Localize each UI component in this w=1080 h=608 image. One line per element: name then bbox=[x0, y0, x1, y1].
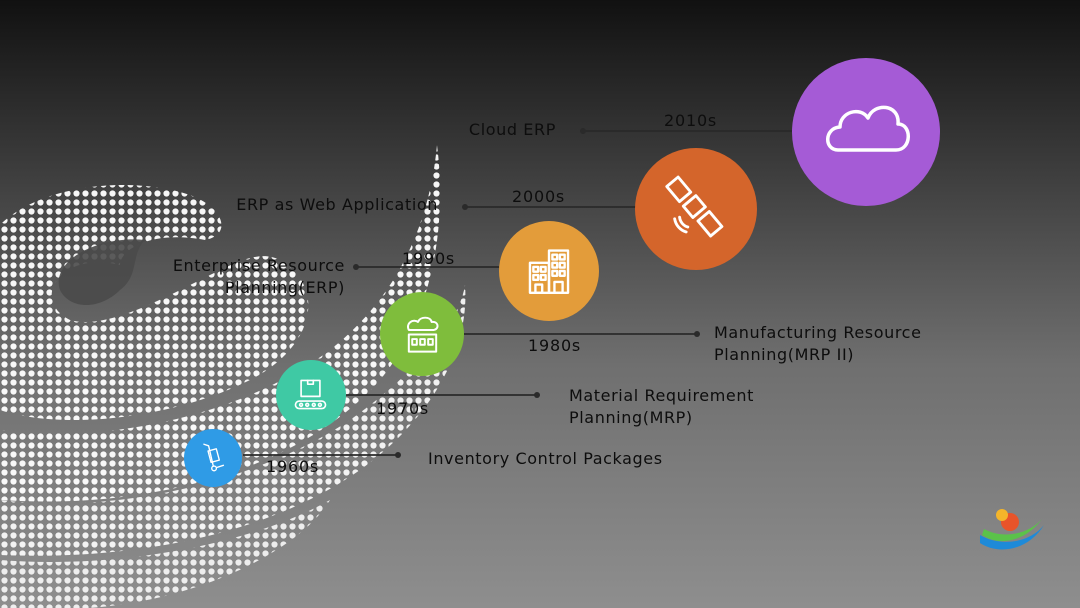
brand-logo bbox=[980, 509, 1044, 550]
connector-dot-1970s bbox=[534, 392, 540, 398]
era-label: Cloud ERP bbox=[469, 119, 556, 141]
buildings-icon bbox=[528, 249, 570, 294]
era-label-line: Planning(MRP II) bbox=[714, 345, 855, 364]
swirl-lower-band bbox=[0, 285, 466, 556]
hand-truck-icon bbox=[203, 443, 225, 472]
year-label: 1990s bbox=[402, 249, 456, 268]
era-label-line: Inventory Control Packages bbox=[428, 449, 663, 468]
era-bubble-2000s bbox=[635, 148, 757, 270]
connector-dot-1990s bbox=[353, 264, 359, 270]
connector-dot-2000s bbox=[462, 204, 468, 210]
era-label-line: Cloud ERP bbox=[468, 120, 556, 139]
era-bubble-1980s bbox=[380, 292, 464, 376]
satellite-icon bbox=[665, 175, 724, 238]
conveyor-box-icon bbox=[294, 379, 327, 410]
era-label-line: ERP as Web Application bbox=[236, 195, 438, 214]
factory-icon bbox=[407, 316, 439, 353]
era-label-line: Planning(MRP) bbox=[569, 408, 693, 427]
era-label-line: Manufacturing Resource bbox=[714, 323, 922, 342]
connector-dot-2010s bbox=[580, 128, 586, 134]
connector-dot-1980s bbox=[694, 331, 700, 337]
era-bubble-2010s bbox=[792, 58, 940, 206]
era-label: Inventory Control Packages bbox=[428, 448, 663, 470]
year-label: 1980s bbox=[528, 336, 582, 355]
cloud-icon bbox=[826, 105, 910, 152]
year-label: 1970s bbox=[376, 399, 430, 418]
era-label: ERP as Web Application bbox=[236, 194, 438, 216]
swirl-bottom-band bbox=[0, 500, 330, 608]
era-label-line: Enterprise Resource bbox=[172, 256, 345, 275]
year-label: 2000s bbox=[512, 187, 566, 206]
swirl-hole bbox=[58, 239, 145, 305]
era-label-line: Material Requirement bbox=[569, 386, 754, 405]
swirl-outer-band bbox=[0, 185, 309, 420]
connector-dot-1960s bbox=[395, 452, 401, 458]
year-label: 1960s bbox=[266, 457, 320, 476]
year-label: 2010s bbox=[664, 111, 718, 130]
era-bubble-1970s bbox=[276, 360, 346, 430]
era-label-line: Planning(ERP) bbox=[224, 278, 345, 297]
era-bubble-1960s bbox=[184, 429, 242, 487]
era-bubble-1990s bbox=[499, 221, 599, 321]
